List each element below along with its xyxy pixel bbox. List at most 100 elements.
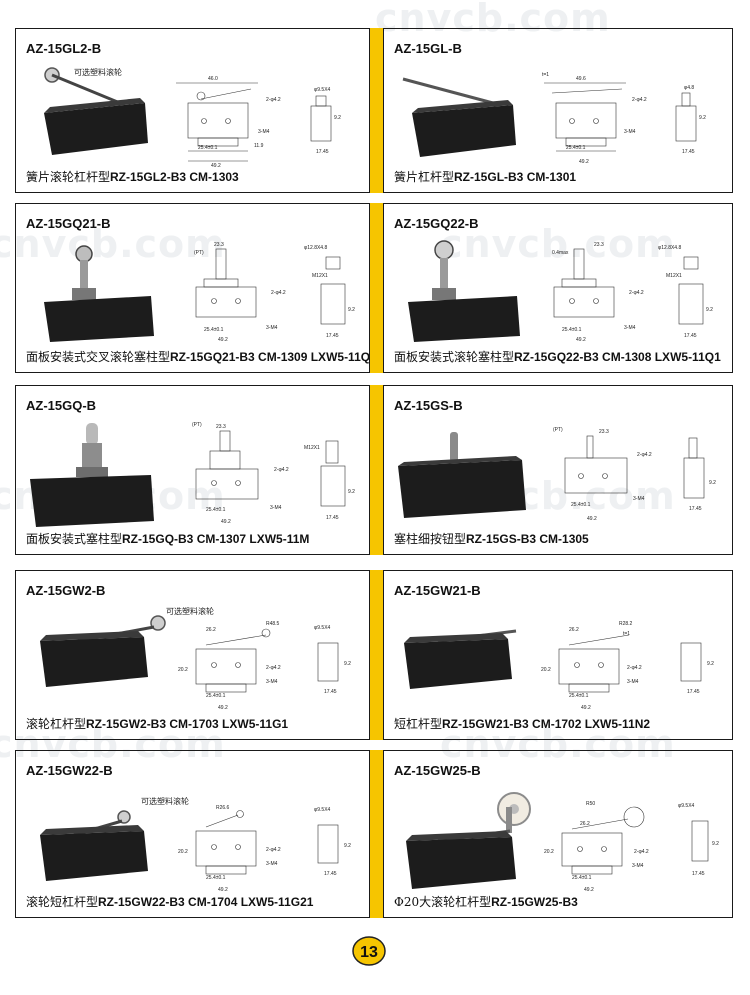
dim-label: 9.2: [709, 480, 716, 486]
product-caption: 簧片滚轮杠杆型RZ-15GL2-B3 CM-1303: [26, 170, 239, 184]
dim-label: 23.3: [594, 242, 604, 248]
dim-label: 3-M4: [624, 129, 636, 135]
dim-label: 17.45: [692, 871, 705, 877]
switch-photo: [402, 77, 516, 157]
dim-label: φ12.8X4.8: [304, 245, 327, 251]
dim-label: 49.2: [218, 337, 228, 343]
dim-label: 9.2: [334, 115, 341, 121]
dim-label: R50: [586, 801, 595, 807]
model-title: AZ-15GW21-B: [394, 583, 481, 598]
dim-label: 0.4max: [552, 250, 569, 256]
dim-label: 25.4±0.1: [562, 327, 582, 333]
dim-label: M12X1: [304, 445, 320, 451]
dim-label: t=1: [623, 631, 630, 637]
dim-label: 3-M4: [266, 861, 278, 867]
catalog-row-5: AZ-15GW22-B 可选塑料滚轮 R26.6 φ9.5X4 20.2 2-φ…: [15, 750, 733, 918]
dim-label: 25.4±0.1: [571, 502, 591, 508]
model-title: AZ-15GW22-B: [26, 763, 113, 778]
dim-label: 49.2: [218, 705, 228, 711]
product-panel-az-15gw25-b: AZ-15GW25-B R50 26.2 φ9.5X4 20.2 2-φ4.2 …: [383, 750, 733, 918]
yellow-divider: [370, 28, 383, 193]
switch-photo: [404, 629, 517, 689]
product-panel-az-15gw22-b: AZ-15GW22-B 可选塑料滚轮 R26.6 φ9.5X4 20.2 2-φ…: [15, 750, 370, 918]
page-number: 13: [360, 944, 378, 961]
dim-label: 49.2: [218, 887, 228, 893]
dim-label: (PT): [553, 427, 563, 433]
dim-label: 25.4±0.1: [206, 507, 226, 513]
product-caption: Φ20大滚轮杠杆型RZ-15GW25-B3: [394, 895, 578, 909]
catalog-row-4: AZ-15GW2-B 可选塑料滚轮 26.2 R48.5 φ9.5X4 20.2…: [15, 570, 733, 740]
dim-label: 2-φ4.2: [629, 290, 644, 296]
dim-label: 2-φ4.2: [634, 849, 649, 855]
dim-label: φ12.8X4.8: [658, 245, 681, 251]
model-title: AZ-15GS-B: [394, 398, 463, 413]
switch-photo: [30, 423, 154, 527]
dim-label: 25.4±0.1: [204, 327, 224, 333]
dimension-drawing: R50 26.2 φ9.5X4 20.2 2-φ4.2 3-M4 25.4±0.…: [544, 801, 719, 893]
dim-label: M12X1: [666, 273, 682, 279]
dimension-drawing: 23.3 (PT) 2-φ4.2 3-M4 25.4±0.1 49.2 M12X…: [192, 422, 355, 525]
product-panel-az-15gq22-b: AZ-15GQ22-B 23.3 0.4max 2-φ4.2 3-M4 25.4…: [383, 203, 733, 373]
dim-label: 25.4±0.1: [569, 693, 589, 699]
dim-label: 2-φ4.2: [266, 847, 281, 853]
dim-label: 9.2: [344, 843, 351, 849]
dim-label: 17.45: [689, 506, 702, 512]
dim-label: 20.2: [178, 667, 188, 673]
dim-label: 25.4±0.1: [206, 693, 226, 699]
watermark: cnvcb.com: [0, 222, 226, 266]
dim-label: 23.3: [214, 242, 224, 248]
dim-label: 17.45: [326, 515, 339, 521]
dim-label: 25.4±0.1: [206, 875, 226, 881]
product-caption: 面板安装式交叉滚轮塞柱型RZ-15GQ21-B3 CM-1309 LXW5-11…: [26, 350, 370, 364]
dim-label: 2-φ4.2: [266, 665, 281, 671]
dim-label: 9.2: [348, 307, 355, 313]
dim-label: 49.2: [581, 705, 591, 711]
dim-label: 9.2: [348, 489, 355, 495]
dimension-drawing: 46.0 2-φ4.2 3-M4 25.4±0.1 49.2 11.9 17.4…: [176, 76, 341, 169]
dimension-drawing: 23.3 (PT) 2-φ4.2 3-M4 25.4±0.1 49.2 17.4…: [553, 427, 716, 522]
watermark: cnvcb.com: [0, 722, 226, 766]
yellow-divider: [370, 750, 383, 918]
dim-label: φ9.5X4: [678, 803, 695, 809]
dim-label: M12X1: [312, 273, 328, 279]
product-panel-az-15gq21-b: AZ-15GQ21-B 23.3 (PT) 2-φ4.2 3-M4 25.4±0…: [15, 203, 370, 373]
dim-label: 20.2: [178, 849, 188, 855]
dim-label: 49.2: [221, 519, 231, 525]
product-panel-az-15gs-b: AZ-15GS-B 23.3 (PT) 2-φ4.2 3-M4 25.4±0.1…: [383, 385, 733, 555]
dim-label: 25.4±0.1: [572, 875, 592, 881]
product-panel-az-15gl2-b: AZ-15GL2-B 可选塑料滚轮 46.0 2-φ4.2 3-M4 25.4±…: [15, 28, 370, 193]
dim-label: 3-M4: [266, 679, 278, 685]
dim-label: 2-φ4.2: [271, 290, 286, 296]
dim-label: 2-φ4.2: [632, 97, 647, 103]
yellow-divider: [370, 385, 383, 555]
dim-label: 11.9: [254, 143, 264, 149]
model-title: AZ-15GL-B: [394, 41, 462, 56]
dim-label: 49.6: [576, 76, 586, 82]
dim-label: 3-M4: [270, 505, 282, 511]
dim-label: (PT): [194, 250, 204, 256]
model-title: AZ-15GQ-B: [26, 398, 97, 413]
dim-label: 3-M4: [258, 129, 270, 135]
dim-label: 9.2: [344, 661, 351, 667]
dim-label: 49.2: [211, 163, 221, 169]
dim-label: φ9.5X4: [314, 625, 331, 631]
dim-label: 3-M4: [632, 863, 644, 869]
dim-label: 20.2: [541, 667, 551, 673]
product-panel-az-15gw21-b: AZ-15GW21-B 26.2 R28.2 t=1 20.2 2-φ4.2 3…: [383, 570, 733, 740]
dim-label: 17.45: [316, 149, 329, 155]
catalog-row-2: AZ-15GQ21-B 23.3 (PT) 2-φ4.2 3-M4 25.4±0…: [15, 203, 733, 373]
switch-photo: [408, 240, 520, 342]
product-panel-az-15gw2-b: AZ-15GW2-B 可选塑料滚轮 26.2 R48.5 φ9.5X4 20.2…: [15, 570, 370, 740]
dimension-drawing: 23.3 0.4max 2-φ4.2 3-M4 25.4±0.1 49.2 φ1…: [552, 242, 713, 343]
product-caption: 短杠杆型RZ-15GW21-B3 CM-1702 LXW5-11N2: [394, 717, 651, 731]
dimension-drawing: 49.6 t=1 2-φ4.2 3-M4 25.4±0.1 49.2 17.45…: [542, 72, 706, 165]
optional-roller-note: 可选塑料滚轮: [141, 797, 189, 806]
dim-label: 26.2: [206, 627, 216, 633]
dim-label: 49.2: [579, 159, 589, 165]
switch-photo: [40, 615, 166, 687]
dim-label: φ9.5X4: [314, 87, 331, 93]
dim-label: 3-M4: [633, 496, 645, 502]
dim-label: 3-M4: [627, 679, 639, 685]
optional-roller-note: 可选塑料滚轮: [74, 68, 122, 77]
model-title: AZ-15GQ21-B: [26, 216, 111, 231]
